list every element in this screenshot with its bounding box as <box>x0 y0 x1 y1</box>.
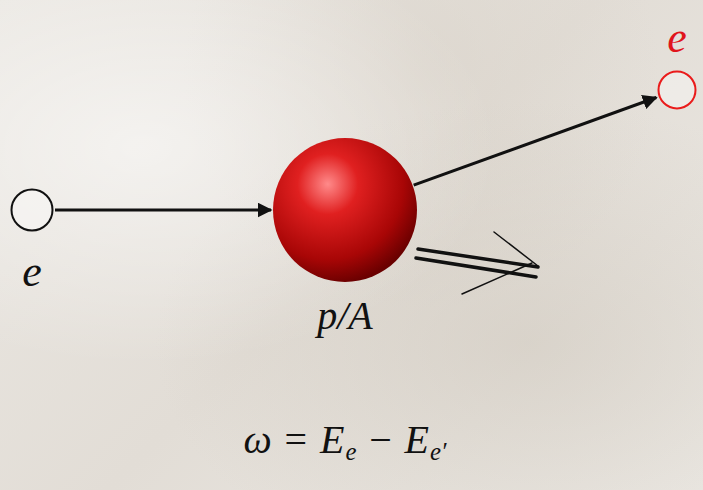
sphere-body <box>273 138 417 282</box>
electron-out-circle: e <box>657 70 697 110</box>
particle-track-arrow <box>414 97 657 185</box>
particle-label: e <box>22 250 42 294</box>
formula-symbol: ω <box>244 420 272 460</box>
electron-in-circle: e <box>10 188 54 232</box>
formula-symbol: E <box>405 420 429 460</box>
energy-transfer-formula: ω=Ee−Ee′ <box>244 420 447 460</box>
node-shape <box>10 188 54 232</box>
formula-symbol: = <box>285 420 308 460</box>
node-shape <box>657 70 697 110</box>
target-label: p/A <box>317 296 373 336</box>
hadron-debris <box>416 232 538 294</box>
nucleus-sphere: p/A <box>273 138 417 282</box>
particle-circle <box>659 72 696 109</box>
formula-symbol: − <box>369 420 392 460</box>
debris-line <box>494 232 538 266</box>
particle-track-arrow <box>55 209 271 212</box>
particle-label: e <box>667 16 687 60</box>
node-shape <box>273 138 417 282</box>
formula-subscript: e′ <box>430 440 446 465</box>
formula-subscript: e <box>345 440 356 465</box>
debris-line <box>416 258 536 277</box>
debris-line <box>462 263 532 294</box>
formula-symbol: E <box>320 420 344 460</box>
particle-circle <box>12 190 53 231</box>
